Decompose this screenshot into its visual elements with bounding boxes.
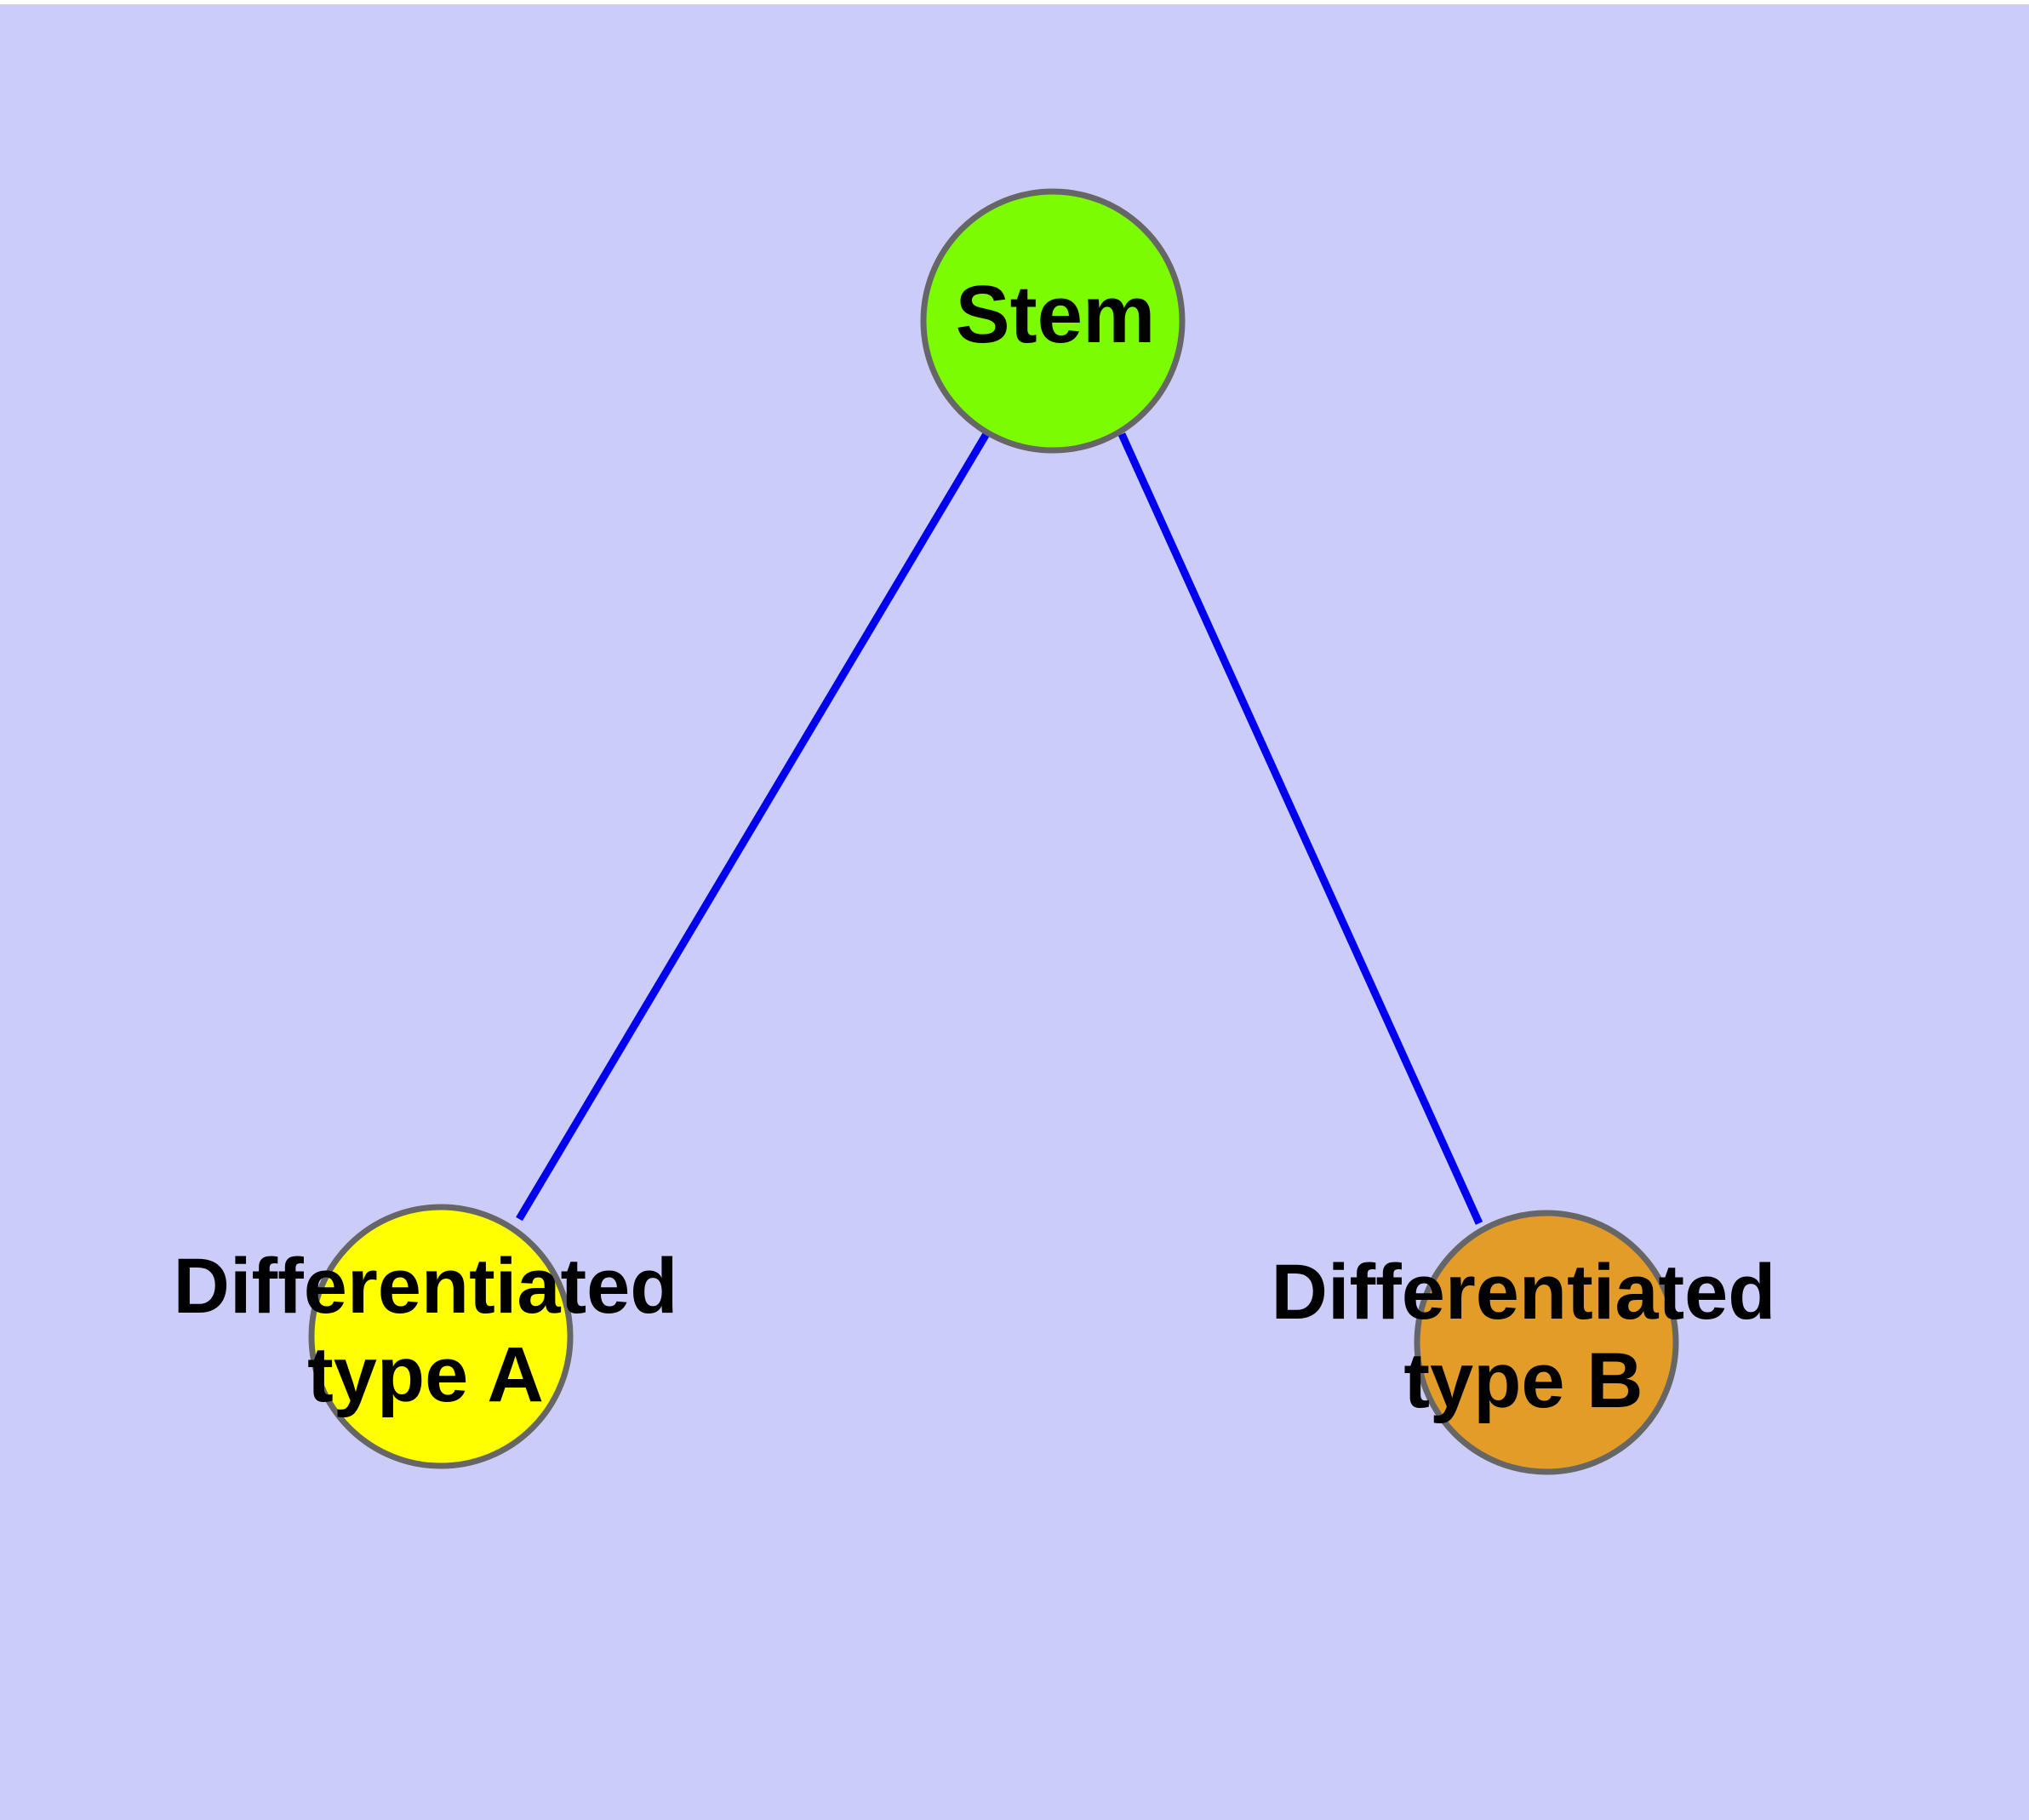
- edge-layer: [516, 430, 1483, 1225]
- edge-stem-to-differentiated-b[interactable]: [1117, 432, 1483, 1225]
- node-layer: [308, 188, 1679, 1475]
- node-differentiated-b-circle[interactable]: [1414, 1210, 1679, 1475]
- node-stem-circle[interactable]: [920, 188, 1186, 454]
- edge-stem-to-differentiated-a[interactable]: [516, 430, 991, 1222]
- node-differentiated-a-circle[interactable]: [308, 1204, 574, 1469]
- node-stem-label: Stem: [956, 269, 1156, 360]
